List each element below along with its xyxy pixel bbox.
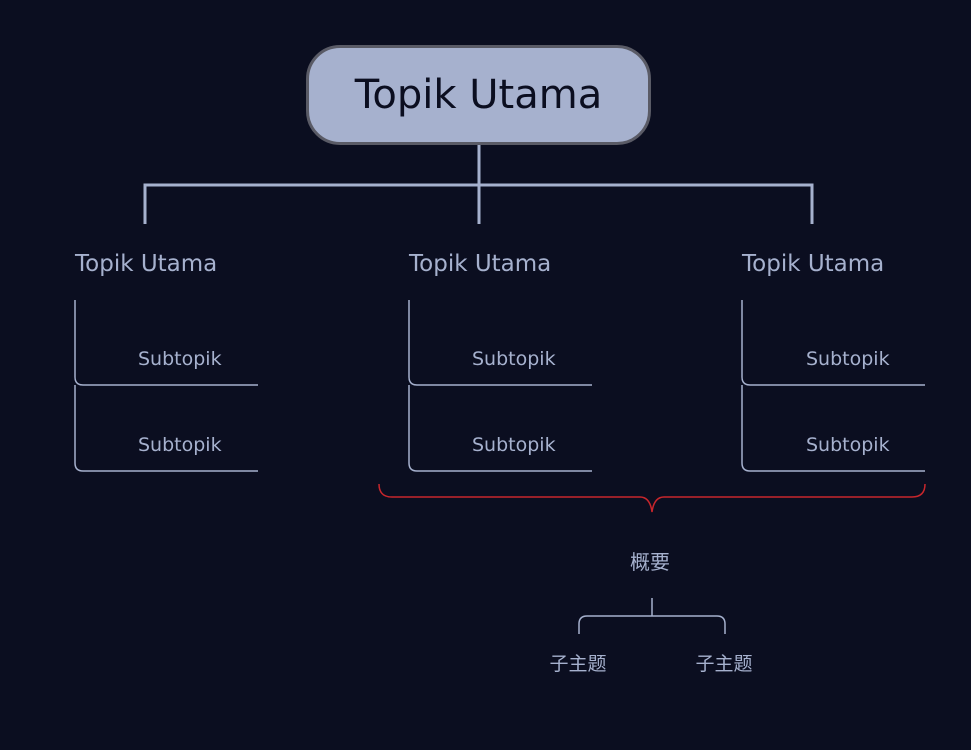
branch-1-subtopic-1[interactable]: Subtopik — [138, 348, 222, 370]
branch-2-subtopic-2[interactable]: Subtopik — [472, 434, 556, 456]
branch-1-subtopic-2[interactable]: Subtopik — [138, 434, 222, 456]
summary-topic[interactable]: 概要 — [630, 550, 670, 574]
branch-3-subtopic-2[interactable]: Subtopik — [806, 434, 890, 456]
summary-child-bar — [578, 615, 726, 634]
branch-1-subtopic-connector-1 — [74, 300, 258, 386]
branch-2-subtopic-1[interactable]: Subtopik — [472, 348, 556, 370]
branch-3-subtopic-connector-1 — [741, 300, 925, 386]
branch-3-subtopic-1[interactable]: Subtopik — [806, 348, 890, 370]
summary-brace — [378, 483, 926, 513]
branch-topic-3[interactable]: Topik Utama — [742, 251, 885, 277]
branch-2-subtopic-connector-1 — [408, 300, 592, 386]
summary-child-topic-1[interactable]: 子主题 — [549, 653, 607, 675]
root-topic[interactable]: Topik Utama — [306, 45, 651, 145]
branch-2-subtopic-connector-2 — [408, 385, 592, 472]
branch-topic-2[interactable]: Topik Utama — [409, 251, 552, 277]
summary-child-topic-2[interactable]: 子主题 — [695, 653, 753, 675]
branch-1-subtopic-connector-2 — [74, 385, 258, 472]
branch-3-subtopic-connector-2 — [741, 385, 925, 472]
branch-topic-1[interactable]: Topik Utama — [75, 251, 218, 277]
